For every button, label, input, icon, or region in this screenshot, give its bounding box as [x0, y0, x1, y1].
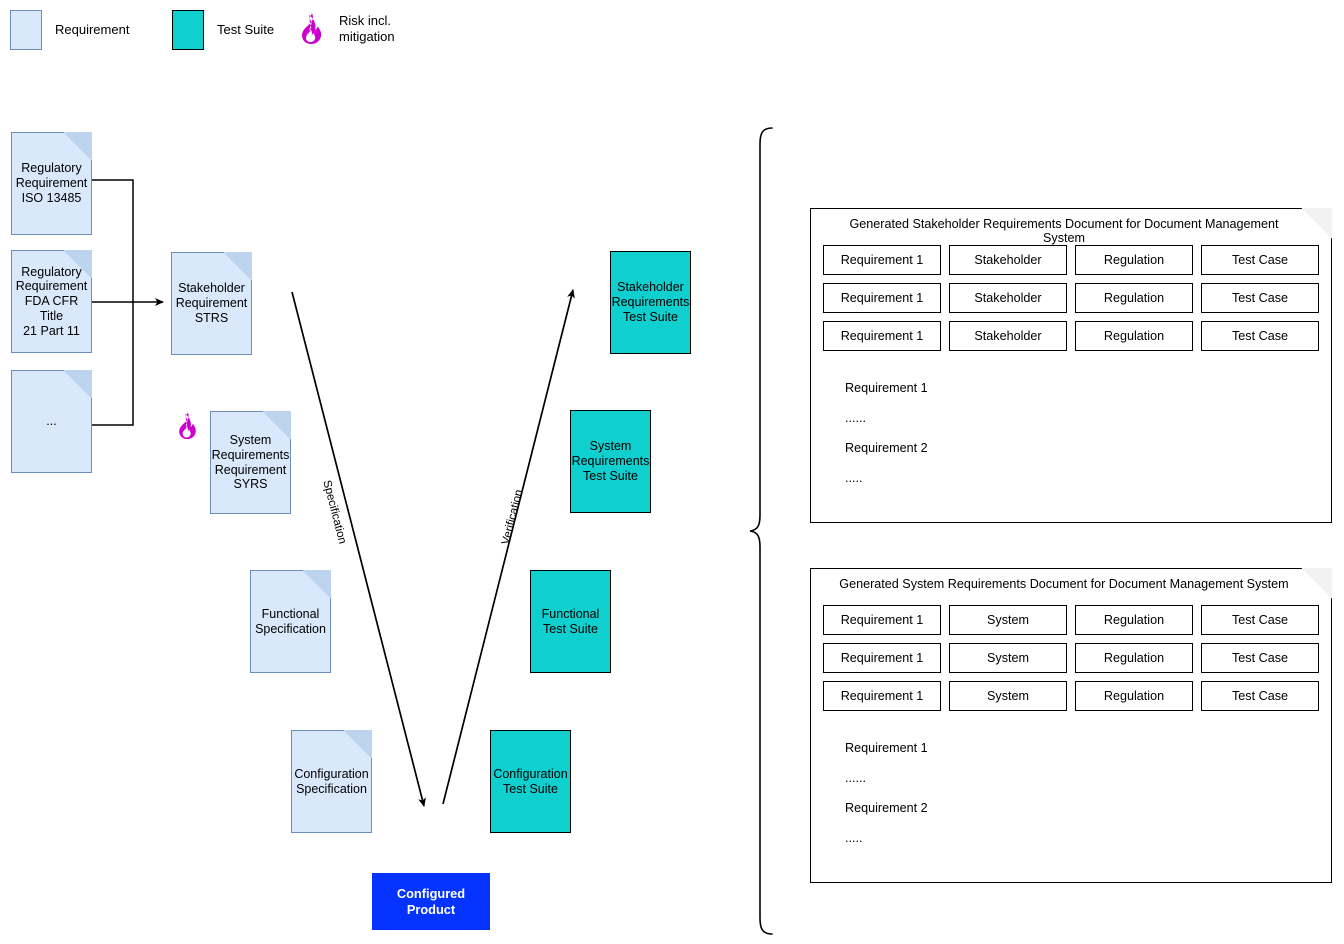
flame-icon [296, 12, 326, 46]
document-icon [10, 10, 42, 50]
table-row: Requirement 1 Stakeholder Regulation Tes… [823, 283, 1319, 313]
panel-title: Generated System Requirements Document f… [839, 577, 1289, 591]
node-regulatory-requirement-more[interactable]: ... [11, 370, 92, 473]
legend-label-test-suite: Test Suite [217, 21, 275, 37]
cell-test-case[interactable]: Test Case [1201, 321, 1319, 351]
edge-label-specification: Specification [320, 479, 349, 546]
body-line: Requirement 2 [845, 441, 928, 455]
panel-body: Requirement 1 ...... Requirement 2 ..... [845, 741, 928, 861]
cell-test-case[interactable]: Test Case [1201, 681, 1319, 711]
cell-regulation[interactable]: Regulation [1075, 283, 1193, 313]
node-label: System Requirements Test Suite [571, 439, 650, 483]
panel-system-requirements-document[interactable]: Generated System Requirements Document f… [810, 568, 1332, 883]
cell-regulation[interactable]: Regulation [1075, 643, 1193, 673]
cell-regulation[interactable]: Regulation [1075, 605, 1193, 635]
table-row: Requirement 1 System Regulation Test Cas… [823, 681, 1319, 711]
cell-test-case[interactable]: Test Case [1201, 245, 1319, 275]
cell-source[interactable]: Stakeholder [949, 245, 1067, 275]
cell-requirement[interactable]: Requirement 1 [823, 681, 941, 711]
edge-label-verification: Verification [500, 488, 526, 546]
node-label: Regulatory Requirement ISO 13485 [15, 161, 88, 205]
cell-source[interactable]: System [949, 605, 1067, 635]
legend-item-risk: Risk incl. mitigation [296, 12, 395, 46]
cell-source[interactable]: Stakeholder [949, 283, 1067, 313]
panel-cell-grid: Requirement 1 Stakeholder Regulation Tes… [823, 245, 1319, 359]
node-configuration-test-suite[interactable]: Configuration Test Suite [490, 730, 571, 833]
body-line: Requirement 2 [845, 801, 928, 815]
cell-requirement[interactable]: Requirement 1 [823, 643, 941, 673]
table-row: Requirement 1 Stakeholder Regulation Tes… [823, 245, 1319, 275]
node-label: Regulatory Requirement FDA CFR Title 21 … [15, 264, 88, 338]
legend-item-requirement: Requirement [10, 10, 129, 50]
panel-body: Requirement 1 ...... Requirement 2 ..... [845, 381, 928, 501]
cell-regulation[interactable]: Regulation [1075, 245, 1193, 275]
cell-requirement[interactable]: Requirement 1 [823, 245, 941, 275]
table-row: Requirement 1 System Regulation Test Cas… [823, 643, 1319, 673]
body-line: ...... [845, 411, 866, 425]
cell-requirement[interactable]: Requirement 1 [823, 605, 941, 635]
cell-source[interactable]: System [949, 681, 1067, 711]
node-label: Functional Test Suite [541, 606, 600, 636]
legend-item-test-suite: Test Suite [172, 10, 274, 50]
node-stakeholder-requirement-strs[interactable]: Stakeholder Requirement STRS [171, 252, 252, 355]
page-fold-icon [63, 370, 92, 399]
node-configuration-specification[interactable]: Configuration Specification [291, 730, 372, 833]
body-line: ...... [845, 771, 866, 785]
cell-source[interactable]: Stakeholder [949, 321, 1067, 351]
table-row: Requirement 1 Stakeholder Regulation Tes… [823, 321, 1319, 351]
page-fold-icon [63, 132, 92, 161]
panel-stakeholder-requirements-document[interactable]: Generated Stakeholder Requirements Docum… [810, 208, 1332, 523]
cell-test-case[interactable]: Test Case [1201, 643, 1319, 673]
square-icon [172, 10, 204, 50]
cell-test-case[interactable]: Test Case [1201, 283, 1319, 313]
node-system-requirement-syrs[interactable]: System Requirements Requirement SYRS [210, 411, 291, 514]
node-regulatory-requirement-fda[interactable]: Regulatory Requirement FDA CFR Title 21 … [11, 250, 92, 353]
node-functional-test-suite[interactable]: Functional Test Suite [530, 570, 611, 673]
page-fold-icon [223, 252, 252, 281]
cell-requirement[interactable]: Requirement 1 [823, 321, 941, 351]
node-label: Configured Product [396, 886, 466, 917]
node-regulatory-requirement-iso13485[interactable]: Regulatory Requirement ISO 13485 [11, 132, 92, 235]
flame-icon [174, 411, 200, 441]
cell-regulation[interactable]: Regulation [1075, 321, 1193, 351]
panel-title: Generated Stakeholder Requirements Docum… [849, 217, 1279, 245]
node-label: Configuration Specification [294, 766, 369, 796]
legend-label-requirement: Requirement [55, 21, 130, 37]
node-stakeholder-requirements-test-suite[interactable]: Stakeholder Requirements Test Suite [610, 251, 691, 354]
node-label: Stakeholder Requirement STRS [175, 281, 248, 325]
node-label: Configuration Test Suite [493, 766, 568, 796]
page-fold-icon [343, 730, 372, 759]
page-fold-icon [302, 570, 331, 599]
body-line: ..... [845, 831, 863, 845]
legend-label-risk: Risk incl. mitigation [339, 12, 395, 44]
panel-cell-grid: Requirement 1 System Regulation Test Cas… [823, 605, 1319, 719]
node-functional-specification[interactable]: Functional Specification [250, 570, 331, 673]
body-line: Requirement 1 [845, 741, 928, 755]
node-label: Stakeholder Requirements Test Suite [611, 280, 690, 324]
node-label: System Requirements Requirement SYRS [211, 433, 290, 492]
body-line: ..... [845, 471, 863, 485]
cell-source[interactable]: System [949, 643, 1067, 673]
node-configured-product[interactable]: Configured Product [372, 873, 490, 930]
table-row: Requirement 1 System Regulation Test Cas… [823, 605, 1319, 635]
cell-regulation[interactable]: Regulation [1075, 681, 1193, 711]
node-label: Functional Specification [255, 606, 326, 636]
cell-requirement[interactable]: Requirement 1 [823, 283, 941, 313]
node-label: ... [46, 414, 57, 429]
node-system-requirements-test-suite[interactable]: System Requirements Test Suite [570, 410, 651, 513]
body-line: Requirement 1 [845, 381, 928, 395]
cell-test-case[interactable]: Test Case [1201, 605, 1319, 635]
